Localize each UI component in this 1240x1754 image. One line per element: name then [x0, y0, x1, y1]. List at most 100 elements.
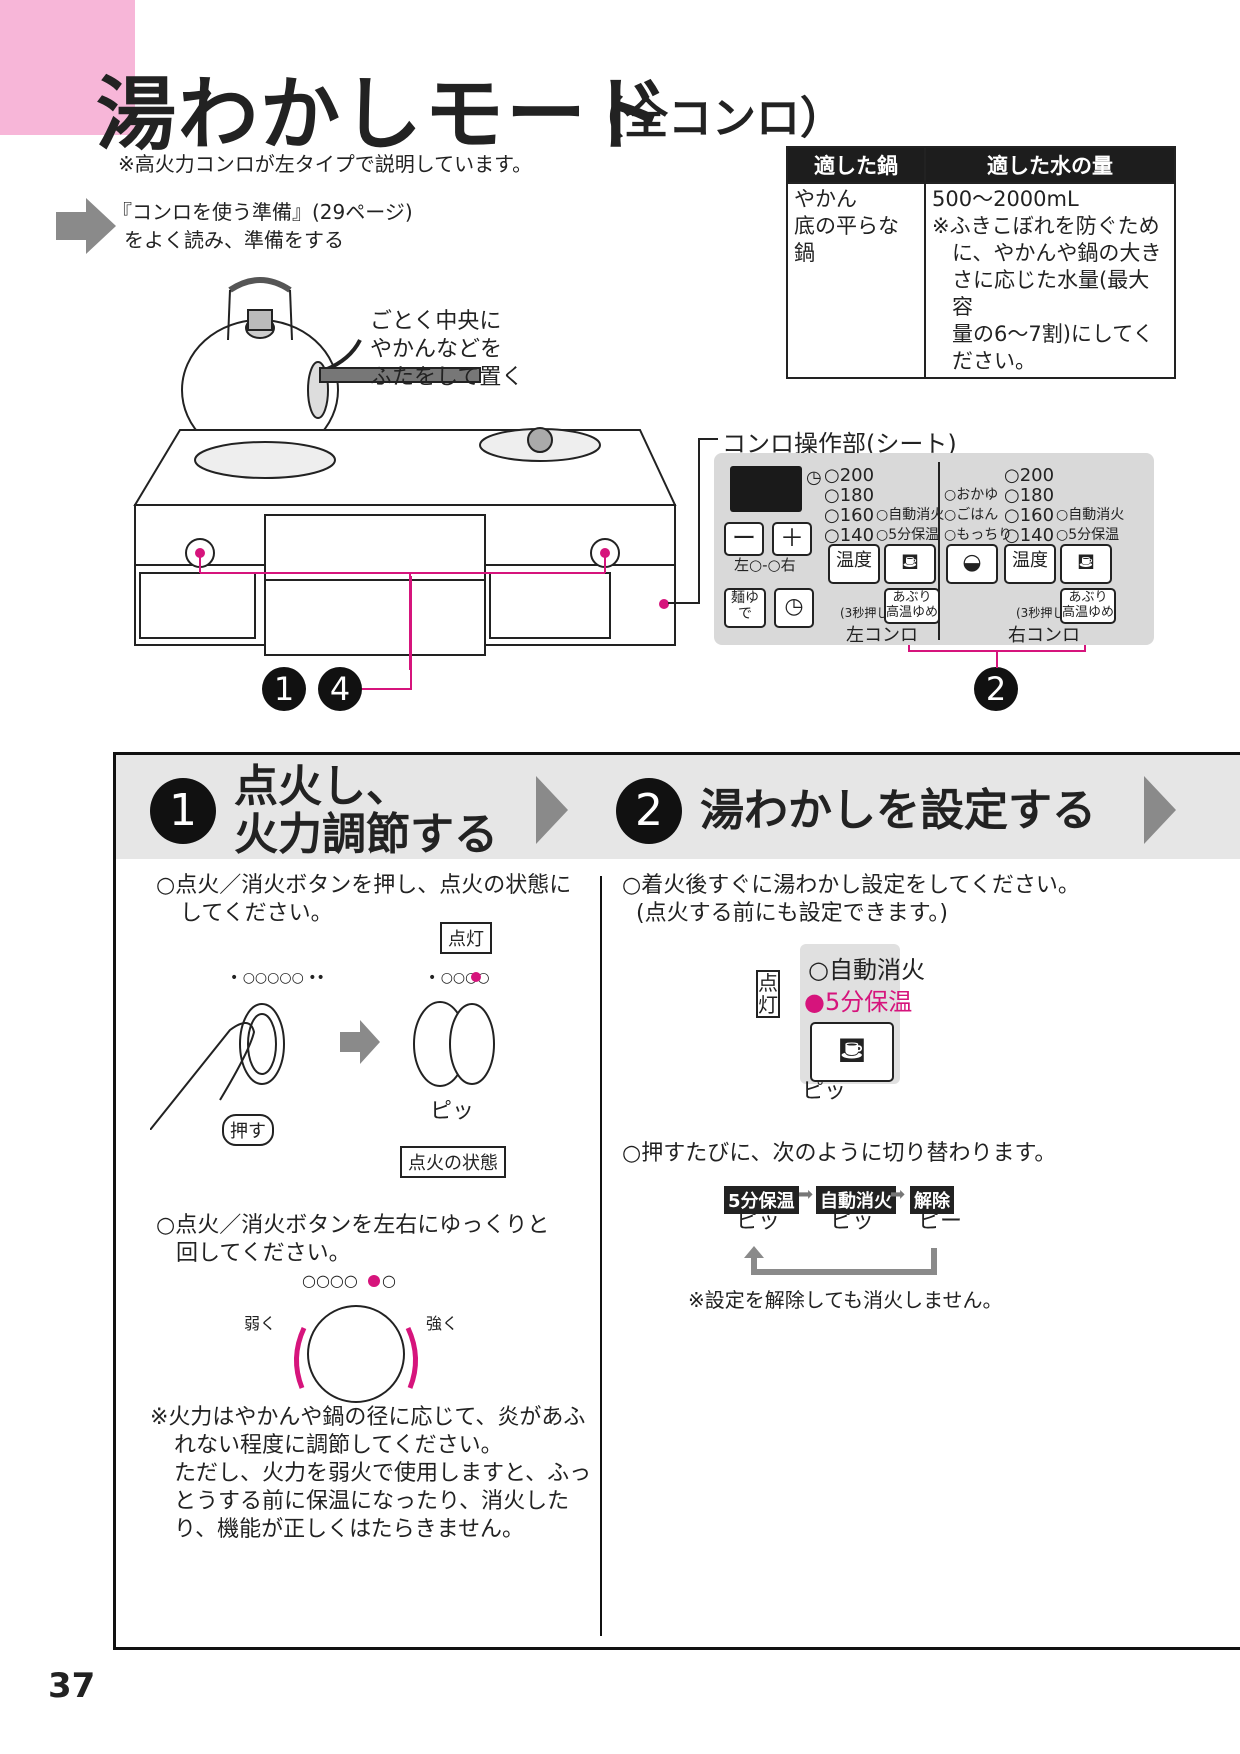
step1-text-1b: してください。 [180, 901, 333, 926]
temp-140-left: ○140 [824, 525, 875, 546]
water-note-5: ださい。 [952, 349, 1036, 373]
panel-leader-h [700, 438, 718, 440]
callout-2-leader-c [996, 652, 998, 668]
header-pot: 適した鍋 [786, 146, 926, 184]
keep-warm-right: ○5分保温 [1056, 527, 1120, 543]
clock-icon: ◷ [806, 467, 822, 488]
plus-button[interactable]: ＋ [772, 522, 812, 556]
temp-200-right: ○200 [1004, 465, 1055, 486]
beep-2: ピッ [830, 1209, 875, 1234]
step1-title-1: 点火し、 [234, 761, 410, 812]
step1-text-2a: ○点火／消火ボタンを左右にゆっくりと [156, 1213, 550, 1238]
lit-vertical-label: 点灯 [756, 970, 780, 1018]
display-screen [730, 466, 802, 512]
caution-1: ※火力はやかんや鍋の径に応じて、炎があふ [150, 1405, 586, 1430]
temp-180-right: ○180 [1004, 485, 1055, 506]
pot-flat: 底の平らな鍋 [794, 214, 899, 265]
ignite-state-label: 点火の状態 [400, 1146, 506, 1178]
rice-bowl-icon: ◒ [962, 550, 982, 575]
left-stove-label: 左コンロ [846, 625, 918, 646]
step2-title: 湯わかしを設定する [700, 785, 1096, 836]
temp-140-right: ○140 [1004, 525, 1055, 546]
callout-14-leader [362, 688, 412, 690]
water-note-3: さに応じた水量(最大容 [952, 268, 1150, 319]
page-title: 湯わかしモード [96, 68, 670, 161]
caution-3: ただし、火力を弱火で使用しますと、ふっ [174, 1461, 592, 1486]
callout-2-leader [908, 650, 1086, 652]
aburi-button-left[interactable]: あぶり 高温ゆめ [884, 588, 940, 624]
auto-off-right: ○自動消火 [1056, 507, 1125, 523]
step1-chevron-icon [536, 776, 568, 844]
step1-beep: ピッ [430, 1099, 475, 1124]
boil-button-left[interactable]: ⛾ [884, 544, 936, 584]
boil-button-right[interactable]: ⛾ [1060, 544, 1112, 584]
callout-4: 4 [318, 667, 362, 711]
hold3-right: (3秒押し) [1016, 606, 1069, 620]
step2-beep: ピッ [802, 1079, 847, 1104]
ignite-illustration: • ○○○○○ •• • ○○○○ [150, 970, 495, 1130]
hold3-left: (3秒押し) [840, 606, 893, 620]
kettle-note-3: ふたをして置く [370, 365, 524, 390]
boil-button-detail[interactable]: ⛾ [810, 1022, 894, 1082]
timer-button[interactable]: ◷ [774, 588, 814, 628]
lit-label: 点灯 [440, 922, 492, 954]
step2-text-2: ○押すたびに、次のように切り替わります。 [622, 1141, 1057, 1166]
aburi-label-left: あぶり [892, 590, 932, 605]
water-note-4: 量の6〜7割)にしてく [952, 322, 1154, 346]
strong-label: 強く [426, 1314, 459, 1333]
svg-text:• ○○○○○ ••: • ○○○○○ •• [230, 970, 325, 986]
caution-5: り、機能が正しくはたらきません。 [174, 1517, 525, 1542]
arrow-icon: ➡ [798, 1184, 814, 1205]
temp-button-right[interactable]: 温度 [1004, 544, 1056, 584]
men-yude-button[interactable]: 麺ゆで [724, 588, 766, 628]
page-title-sub: （全コンロ） [580, 93, 844, 144]
push-label: 押す [222, 1114, 274, 1146]
kettle-icon: ⛾ [1077, 550, 1095, 575]
beep-1: ピッ [736, 1209, 781, 1234]
callout-1: 1 [262, 667, 306, 711]
left-type-note: ※高火力コンロが左タイプで説明しています。 [118, 152, 533, 176]
step2-text-1a: ○着火後すぐに湯わかし設定をしてください。 [622, 873, 1080, 898]
keep-warm-left: ○5分保温 [876, 527, 940, 543]
rice-button[interactable]: ◒ [946, 544, 998, 584]
step1-text-2b: 回してください。 [176, 1241, 351, 1266]
temp-button-left[interactable]: 温度 [828, 544, 880, 584]
kouon-label-left: 高温ゆめ [886, 605, 939, 620]
water-range: 500〜2000mL [932, 187, 1079, 211]
step2-chevron-icon [1144, 776, 1176, 844]
header-water: 適した水の量 [924, 146, 1176, 184]
minus-button[interactable]: ー [724, 522, 764, 556]
panel-leader-v [698, 438, 700, 604]
column-divider [600, 876, 602, 1636]
weak-label: 弱く [244, 1314, 277, 1333]
suitability-table: 適した鍋 適した水の量 やかん 底の平らな鍋 500〜2000mL ※ふきこぼれ… [786, 146, 1176, 379]
kettle-note-2: やかんなどを [370, 337, 503, 362]
caution-2: れない程度に調節してください。 [174, 1433, 503, 1458]
callout-14-leader-v [410, 576, 412, 689]
right-stove-label: 右コンロ [1008, 625, 1080, 646]
beep-3: ピー [918, 1209, 963, 1234]
stove-illustration [133, 277, 677, 670]
aburi-button-right[interactable]: あぶり 高温ゆめ [1060, 588, 1116, 624]
temp-180-left: ○180 [824, 485, 875, 506]
mocchiri-label: ○もっちり [944, 527, 1013, 543]
step2-note: ※設定を解除しても消火しません。 [688, 1288, 1003, 1312]
svg-text:○○○○: ○○○○ [302, 1271, 358, 1290]
caution-4: とうする前に保温になったり、消火した [174, 1489, 570, 1514]
chip-keep-warm: 5分保温 [724, 1186, 799, 1214]
water-note-1: ※ふきこぼれを防ぐため [932, 214, 1160, 238]
cycle-arrow [744, 1246, 937, 1275]
timer-icon: ◷ [784, 594, 804, 619]
panel-divider [938, 462, 940, 640]
gohan-label: ○ごはん [944, 507, 999, 523]
chip-auto-off: 自動消火 [816, 1186, 896, 1214]
arrow-icon: ➡ [890, 1184, 906, 1205]
step2-number: 2 [616, 778, 682, 844]
kettle-icon: ⛾ [901, 550, 919, 575]
step1-text-1a: ○点火／消火ボタンを押し、点火の状態に [156, 873, 572, 898]
detail-auto-off: ○自動消火 [808, 956, 925, 984]
step2-text-1b: (点火する前にも設定できます。) [636, 901, 948, 926]
prep-text-1: 『コンロを使う準備』(29ページ) [112, 200, 413, 224]
water-note-2: に、やかんや鍋の大き [952, 241, 1162, 265]
svg-text:○: ○ [382, 1271, 396, 1290]
